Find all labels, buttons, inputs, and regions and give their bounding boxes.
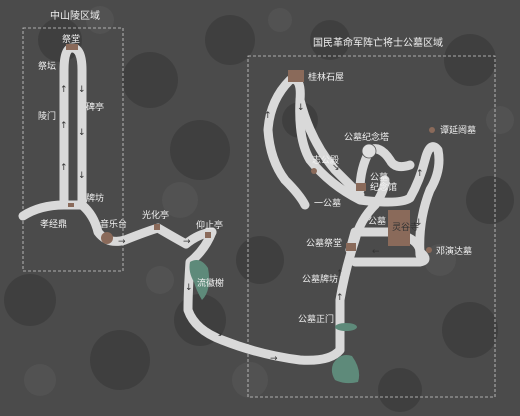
label-gongmujitang: 公墓祭堂 bbox=[306, 237, 342, 249]
svg-text:↑: ↑ bbox=[60, 121, 68, 131]
svg-text:↓: ↓ bbox=[78, 128, 86, 138]
svg-text:↑: ↑ bbox=[416, 169, 424, 179]
gongmujinianguan-building bbox=[356, 183, 366, 191]
svg-text:↓: ↓ bbox=[78, 171, 86, 181]
label-yinyuetai: 音乐台 bbox=[100, 218, 127, 230]
label-guanghuating: 光化亭 bbox=[142, 209, 169, 221]
svg-text:↑: ↑ bbox=[60, 85, 68, 95]
svg-text:↑: ↑ bbox=[336, 269, 344, 279]
svg-text:↑: ↑ bbox=[60, 163, 68, 173]
jitang-building bbox=[66, 44, 78, 50]
label-gongmuzhengmen: 公墓正门 bbox=[298, 313, 334, 325]
label-gongmupaifang: 公墓牌坊 bbox=[302, 273, 338, 285]
zhigongci-marker bbox=[311, 168, 317, 174]
tanyankaimu-marker bbox=[429, 127, 435, 133]
label-gongmu-3: 公墓 bbox=[368, 215, 386, 227]
svg-text:→: → bbox=[118, 237, 126, 247]
region-box-revolution bbox=[247, 55, 496, 398]
svg-text:→: → bbox=[183, 237, 191, 247]
svg-text:→: → bbox=[270, 354, 278, 364]
svg-text:↑: ↑ bbox=[336, 293, 344, 303]
lake-gongmu-gate bbox=[331, 355, 360, 384]
label-zhigongci: 志公殿 bbox=[312, 154, 339, 166]
label-yigongmu: 一公墓 bbox=[314, 197, 341, 209]
label-lingmen: 陵门 bbox=[38, 110, 56, 122]
region-title-revolution: 国民革命军阵亡将士公墓区域 bbox=[313, 36, 443, 49]
region-title-zhongshan: 中山陵区域 bbox=[50, 9, 100, 22]
svg-text:←: ← bbox=[372, 247, 380, 257]
label-xiaojingding: 孝经鼎 bbox=[40, 218, 67, 230]
svg-text:↘: ↘ bbox=[215, 329, 223, 339]
linggusi-building bbox=[388, 210, 410, 246]
region-box-zhongshan bbox=[22, 27, 124, 272]
label-guilinshiwu: 桂林石屋 bbox=[308, 71, 344, 83]
label-dengyandamu: 邓演达墓 bbox=[436, 245, 472, 257]
pool-gongmu bbox=[335, 323, 357, 331]
lake-liuhuishu bbox=[189, 260, 210, 300]
yinyuetai-marker bbox=[101, 232, 113, 244]
svg-text:↘: ↘ bbox=[332, 163, 340, 173]
label-gongmujinianguan: 公墓 bbox=[370, 171, 388, 183]
label-jitang: 祭堂 bbox=[62, 33, 80, 45]
guilinshiwu-building bbox=[288, 70, 304, 82]
paifang-marker bbox=[68, 203, 74, 207]
gongmujitang-building bbox=[346, 243, 356, 251]
label-gongmujinianguan-2: 纪念馆 bbox=[370, 181, 397, 193]
svg-text:↓: ↓ bbox=[297, 103, 305, 113]
gongmujinianta-marker bbox=[361, 143, 377, 159]
svg-text:↓: ↓ bbox=[185, 283, 193, 293]
label-yangzhiting: 仰止亭 bbox=[196, 219, 223, 231]
label-linggusi: 灵谷寺 bbox=[392, 222, 419, 233]
label-gongmujinianta: 公墓纪念塔 bbox=[344, 131, 389, 143]
label-paifang: 牌坊 bbox=[86, 192, 104, 204]
label-beiting: 碑亭 bbox=[86, 101, 104, 113]
yangzhiting-marker bbox=[205, 232, 211, 238]
label-liuhuishu: 流徽榭 bbox=[197, 277, 224, 289]
label-jitai: 祭坛 bbox=[38, 60, 56, 72]
guanghuating-marker bbox=[154, 224, 160, 230]
label-tanyankaimu: 谭延闿墓 bbox=[440, 124, 476, 136]
direction-arrows: ↑ ↑ ↑ ↓ ↓ ↓ → → ↓ ↘ → ↑ ↑ ↑ ↓ ↘ ↑ ↓ ← bbox=[60, 85, 424, 364]
svg-text:↑: ↑ bbox=[264, 111, 272, 121]
dengyandamu-marker bbox=[426, 247, 432, 253]
svg-text:↓: ↓ bbox=[415, 218, 423, 228]
svg-text:↓: ↓ bbox=[78, 85, 86, 95]
